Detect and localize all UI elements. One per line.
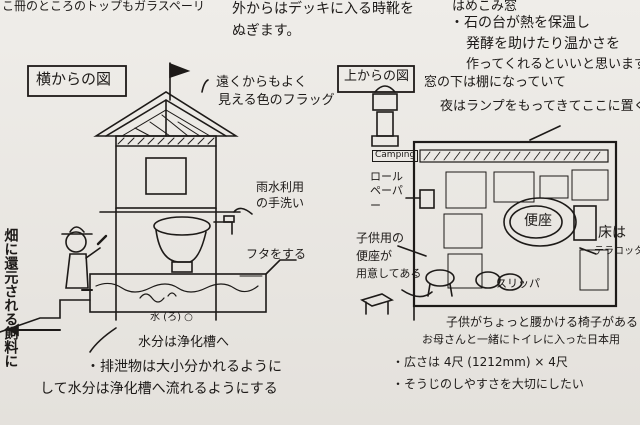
stool-note-line2: お母さんと一緒にトイレに入った日本用	[422, 333, 620, 346]
rain-pointer-arrow	[233, 207, 253, 215]
top-middle-line2: ぬぎます。	[232, 23, 301, 39]
room-plan	[412, 140, 618, 321]
lamp-icon	[371, 85, 399, 147]
arrow-icon	[8, 323, 61, 337]
lamp-tag: Camping	[372, 150, 419, 162]
person-icon	[61, 226, 108, 289]
floor-label-line2: テラコッタ	[594, 246, 640, 257]
top-right-line4: 作ってくれるといいと思います	[466, 57, 640, 72]
child-seat-pointer	[397, 245, 427, 257]
stool-pointer	[401, 289, 433, 298]
top-right-line3: 発酵を助けたり温かさを	[466, 36, 620, 52]
right-ground-line	[265, 259, 297, 275]
flag-pointer-arrow	[201, 79, 209, 93]
stool-note-line1: 子供がちょっと腰かける椅子がある	[446, 315, 639, 329]
toilet-top	[503, 197, 597, 247]
bullet-line2: して水分は浄化槽へ流れるようにする	[40, 381, 278, 397]
tank-label: 水分は浄化槽へ	[138, 335, 230, 350]
top-right-line1: はめこみ窓	[452, 0, 518, 14]
slippers-icon	[475, 271, 523, 291]
tank-inner-label: 水 (ろ) ○	[150, 312, 193, 323]
rain-label: 雨水利用の手洗い	[256, 180, 305, 210]
flag-icon	[169, 62, 191, 101]
flag-note-line1: 遠くからもよく	[216, 75, 308, 90]
top-left-fragment: こ冊のところのトップもガラスペーリ	[2, 0, 205, 13]
side-view-title: 横からの図	[36, 70, 112, 88]
top-right-line2: ・石の台が熱を保温し	[450, 15, 590, 31]
floor-pointer	[579, 247, 597, 255]
tank	[89, 273, 267, 313]
hut-roof	[93, 91, 239, 137]
size-note: ・広さは 4尺 (1212mm) × 4尺	[392, 355, 568, 369]
ground-line	[0, 299, 91, 333]
window-pointer	[529, 125, 561, 141]
child-seat-line2: 便座が	[356, 249, 393, 263]
stool-icon	[360, 269, 455, 315]
window-note-line2: 夜はランプをもってきてここに置く	[440, 99, 640, 114]
top-view-title: 上からの図	[344, 69, 410, 84]
slippers-label: スリッパ	[496, 277, 540, 290]
clean-note: ・そうじのしやすさを大切にしたい	[392, 377, 584, 391]
lid-label: フタをする	[246, 247, 307, 261]
top-middle-line1: 外からはデッキに入る時靴を	[232, 1, 414, 17]
bullet-line1: ・排泄物は大小分かれるように	[86, 359, 282, 375]
side-title-box	[27, 65, 127, 97]
child-seat-line3: 用意してある	[356, 267, 422, 280]
roll-paper-holder	[419, 189, 435, 209]
hut-body	[99, 135, 241, 321]
toilet-bowl	[153, 216, 211, 273]
tank-pointer	[89, 327, 117, 353]
toilet-label: 便座	[524, 213, 552, 229]
window-note-line1: 窓の下は棚になっていて	[424, 75, 566, 90]
field-text: 畑に還元される飼料に	[2, 228, 19, 368]
child-seat-line1: 子供用の	[356, 231, 405, 245]
roll-paper-label: ロール ペーパー	[370, 170, 403, 212]
floor-label-line1: 床は	[598, 225, 626, 241]
handwash-tap	[213, 215, 235, 235]
flag-note-line2: 見える色のフラッグ	[218, 93, 335, 108]
side-window	[145, 157, 187, 195]
